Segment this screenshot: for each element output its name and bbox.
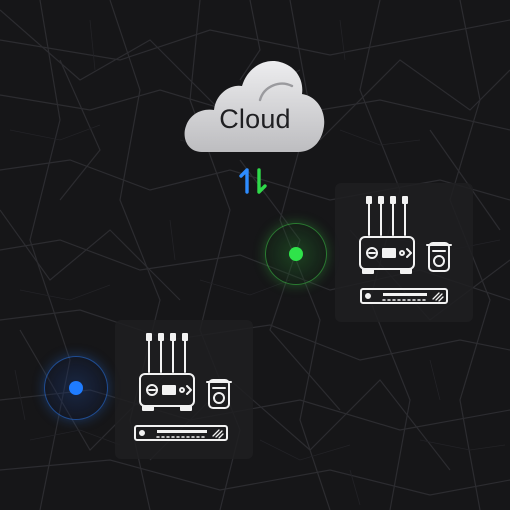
transmitter-icon [359,196,415,274]
cloud-icon [184,61,325,152]
site-blue-dot [69,381,83,395]
up-down-arrows-icon [239,168,267,194]
site-blue-marker[interactable] [44,356,108,420]
rack-unit-icon [360,288,448,304]
rack-unit-icon [134,425,228,441]
device-card-blue[interactable] [115,320,253,459]
receiver-icon [426,242,452,272]
cloud-label: Cloud [219,104,291,134]
device-group [359,196,452,304]
transmitter-icon [139,333,195,411]
site-green-marker[interactable] [265,223,327,285]
site-green-dot [289,247,303,261]
device-card-green[interactable] [335,183,473,322]
receiver-icon [206,379,232,409]
device-group [134,333,232,441]
